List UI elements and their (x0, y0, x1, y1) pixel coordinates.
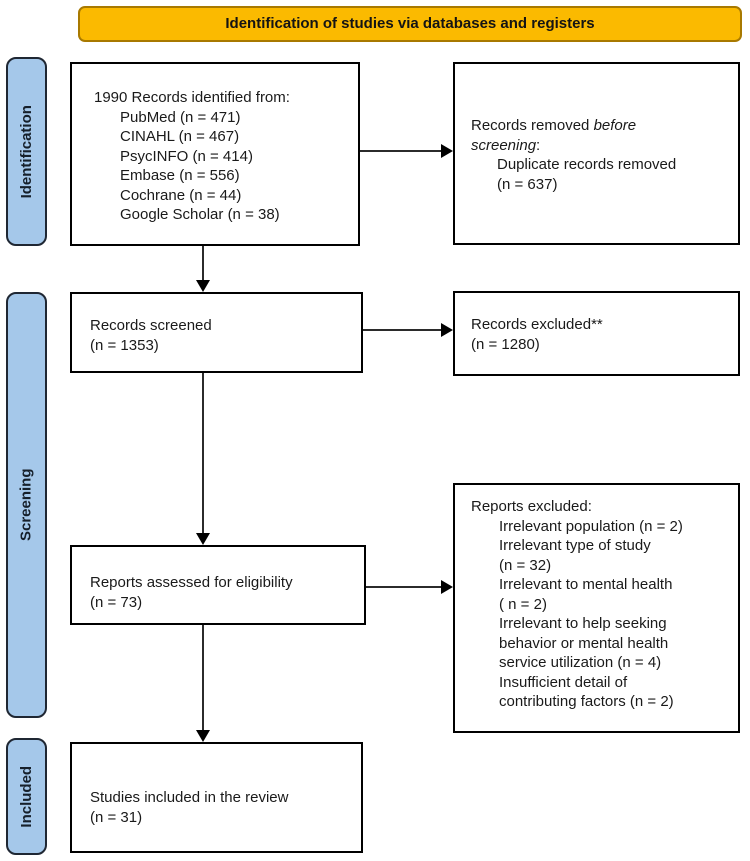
reason-line: behavior or mental health (499, 634, 669, 652)
reason-line: (n = 32) (499, 556, 552, 574)
banner-databases-and-registers: Identification of studies via databases … (78, 6, 742, 42)
arrow-identified-to-removed-head-icon (441, 144, 453, 158)
records-removed-italic-screening: screening (471, 136, 537, 154)
studies-included-count: (n = 31) (90, 808, 143, 826)
records-removed-colon: : (536, 136, 541, 154)
duplicate-records-count: (n = 637) (497, 175, 558, 193)
arrow-screened-to-excluded-line (363, 329, 441, 331)
arrow-screened-to-assessed-head-icon (196, 533, 210, 545)
arrow-identified-to-removed-line (360, 150, 441, 152)
reason-line: ( n = 2) (499, 595, 547, 613)
reason-line: Insufficient detail of (499, 673, 628, 691)
stage-included-label: Included (17, 765, 35, 828)
source-google-scholar: Google Scholar (n = 38) (120, 206, 280, 223)
reason-line: Irrelevant population (n = 2) (499, 517, 683, 535)
box-reports-excluded: Reports excluded: Irrelevant population … (453, 483, 740, 733)
reports-assessed-count: (n = 73) (90, 593, 143, 611)
reason-line: Irrelevant type of study (499, 537, 651, 554)
stage-screening: Screening (6, 292, 47, 718)
box-studies-included: Studies included in the review (n = 31) (70, 742, 363, 853)
source-embase: Embase (n = 556) (120, 167, 240, 184)
box-reports-assessed: Reports assessed for eligibility (n = 73… (70, 545, 366, 625)
records-removed-details: Duplicate records removed (n = 637) (497, 155, 732, 194)
stage-screening-label: Screening (17, 468, 35, 542)
arrow-identified-to-screened-line (202, 246, 204, 282)
records-removed-italic-before: before (593, 117, 637, 134)
records-screened-label: Records screened (90, 317, 212, 334)
arrow-screened-to-excluded-head-icon (441, 323, 453, 337)
stage-identification-label: Identification (17, 104, 35, 199)
records-excluded-label: Records excluded** (471, 316, 603, 333)
arrow-screened-to-assessed-line (202, 373, 204, 533)
records-identified-sources: PubMed (n = 471) CINAHL (n = 467) PsycIN… (120, 108, 352, 225)
source-cochrane: Cochrane (n = 44) (120, 186, 242, 204)
reason-line: service utilization (n = 4) (499, 654, 662, 671)
source-pubmed: PubMed (n = 471) (120, 108, 241, 126)
arrow-identified-to-screened-head-icon (196, 280, 210, 292)
duplicate-records-line: Duplicate records removed (497, 156, 677, 173)
stage-identification: Identification (6, 57, 47, 246)
box-records-removed-before-screening: Records removed before screening: Duplic… (453, 62, 740, 245)
arrow-assessed-to-included-head-icon (196, 730, 210, 742)
box-records-screened: Records screened (n = 1353) (70, 292, 363, 373)
records-excluded-count: (n = 1280) (471, 335, 540, 353)
reason-line: Irrelevant to mental health (499, 576, 673, 593)
banner-label: Identification of studies via databases … (225, 15, 595, 33)
reason-line: contributing factors (n = 2) (499, 693, 674, 710)
records-identified-title: 1990 Records identified from: (94, 89, 290, 106)
arrow-assessed-to-reports-excluded-head-icon (441, 580, 453, 594)
stage-included: Included (6, 738, 47, 855)
reports-excluded-title: Reports excluded: (471, 498, 592, 515)
reports-assessed-label: Reports assessed for eligibility (90, 574, 293, 591)
records-removed-title-line2: screening: (471, 136, 732, 156)
reason-line: Irrelevant to help seeking (499, 615, 667, 632)
reports-excluded-reasons: Irrelevant population (n = 2) Irrelevant… (499, 517, 732, 712)
studies-included-label: Studies included in the review (90, 789, 289, 806)
source-cinahl: CINAHL (n = 467) (120, 128, 240, 145)
records-screened-count: (n = 1353) (90, 336, 159, 354)
arrow-assessed-to-reports-excluded-line (366, 586, 441, 588)
arrow-assessed-to-included-line (202, 625, 204, 730)
box-records-excluded: Records excluded** (n = 1280) (453, 291, 740, 376)
source-psycinfo: PsycINFO (n = 414) (120, 147, 253, 165)
box-records-identified: 1990 Records identified from: PubMed (n … (70, 62, 360, 246)
records-removed-title-line1: Records removed before (471, 116, 732, 136)
records-removed-prefix: Records removed (471, 117, 594, 134)
